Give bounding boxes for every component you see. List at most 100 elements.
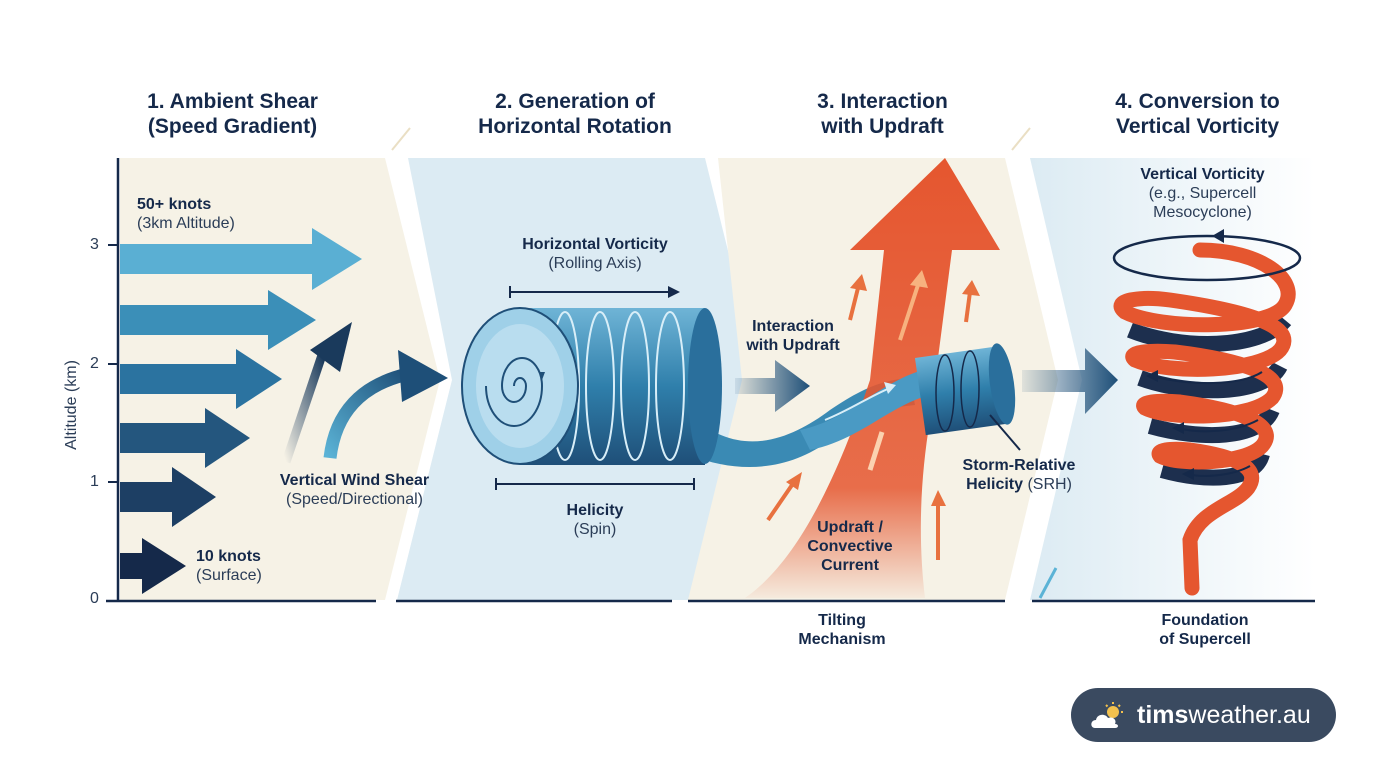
vertical-vorticity-example-2: Mesocyclone) bbox=[1153, 203, 1252, 221]
panel-accent bbox=[391, 127, 411, 151]
cylinder-spiral bbox=[485, 357, 544, 427]
cylinder-ring bbox=[935, 354, 955, 432]
small-updraft-arrowhead bbox=[931, 490, 946, 506]
small-updraft-arrowhead bbox=[850, 274, 867, 291]
brand-badge[interactable]: timsweather.au bbox=[1071, 688, 1336, 742]
shear-subtitle: (Speed/Directional) bbox=[286, 490, 423, 508]
surface-wind-label: 10 knots (Surface) bbox=[196, 548, 262, 586]
panel-2-title-line-1: 2. Generation of bbox=[495, 90, 655, 113]
shear-arrow bbox=[281, 353, 327, 464]
panel-4-title-line-2: Vertical Vorticity bbox=[1115, 114, 1280, 138]
ribbon-tail bbox=[690, 378, 915, 467]
top-wind-label: 50+ knots (3km Altitude) bbox=[137, 196, 235, 234]
shear-label: Vertical Wind Shear (Speed/Directional) bbox=[262, 472, 447, 510]
brand-suffix: weather.au bbox=[1188, 701, 1311, 729]
cylinder-ring bbox=[620, 311, 650, 461]
tick-label-0: 0 bbox=[90, 590, 99, 607]
supercell-footer: Foundation of Supercell bbox=[1135, 612, 1275, 650]
panel-3-title-line-1: 3. Interaction bbox=[817, 90, 948, 113]
vorticity-bracket-arrowhead bbox=[668, 286, 680, 298]
horizontal-vorticity-label: Horizontal Vorticity (Rolling Axis) bbox=[495, 236, 695, 274]
updraft-streak-head bbox=[910, 270, 928, 288]
wind-arrow-50-knots bbox=[120, 228, 362, 290]
interaction-line-2: with Updraft bbox=[746, 336, 840, 354]
panel-4-title: 4. Conversion to Vertical Vorticity bbox=[1090, 90, 1305, 140]
supercell-footer-line-2: of Supercell bbox=[1159, 630, 1251, 648]
curved-arrowhead bbox=[398, 350, 448, 402]
panel-2-title-line-2: Horizontal Rotation bbox=[478, 114, 672, 138]
updraft-line-2: Convective bbox=[807, 537, 893, 555]
flow-arrow bbox=[1022, 348, 1118, 414]
vertical-vorticity-label: Vertical Vorticity (e.g., Supercell Meso… bbox=[1115, 166, 1290, 223]
updraft-label: Updraft / Convective Current bbox=[790, 519, 910, 576]
supercell-footer-line-1: Foundation bbox=[1161, 612, 1249, 629]
curved-shear-arrow bbox=[323, 367, 410, 459]
wind-arrow bbox=[120, 467, 216, 527]
rotation-ring bbox=[1112, 234, 1302, 282]
small-updraft-arrowhead bbox=[786, 472, 802, 490]
spiral-arrow bbox=[539, 372, 545, 380]
inner-rotation-arrow bbox=[1151, 371, 1263, 385]
panel-1-title-line-1: 1. Ambient Shear bbox=[147, 90, 318, 113]
horizontal-vorticity-title: Horizontal Vorticity bbox=[522, 236, 668, 253]
wind-arrow-10-knots bbox=[120, 538, 186, 594]
srh-title-2: Helicity bbox=[966, 475, 1024, 493]
panel-3-title-line-2: with Updraft bbox=[821, 114, 944, 138]
helicity-subtitle: (Spin) bbox=[573, 520, 617, 538]
helicity-title: Helicity bbox=[566, 502, 624, 519]
small-updraft-arrowhead bbox=[962, 280, 980, 296]
shear-title: Vertical Wind Shear bbox=[279, 472, 430, 489]
tick-label-3: 3 bbox=[90, 236, 99, 253]
inner-rotation-arrowhead bbox=[1146, 370, 1158, 382]
srh-pointer bbox=[989, 414, 1021, 451]
tilting-mechanism-footer: Tilting Mechanism bbox=[772, 612, 912, 650]
cylinder-ring bbox=[655, 311, 685, 461]
tilting-footer-line-1: Tilting bbox=[818, 612, 866, 629]
panel-accent bbox=[1011, 127, 1031, 151]
vortex-back-spiral bbox=[1127, 314, 1292, 486]
small-updraft-arrow bbox=[848, 287, 860, 321]
wind-arrow bbox=[120, 349, 282, 409]
interaction-line-1: Interaction bbox=[752, 318, 834, 335]
small-updraft-arrow bbox=[964, 291, 972, 323]
panel-4-title-line-1: 4. Conversion to bbox=[1115, 90, 1280, 113]
updraft-streak bbox=[867, 431, 885, 471]
surface-wind-speed: 10 knots bbox=[196, 548, 261, 565]
wind-arrow bbox=[120, 408, 250, 468]
rotation-arrowhead bbox=[1212, 229, 1224, 243]
tilted-cylinder-end bbox=[988, 343, 1016, 425]
panel-2-title: 2. Generation of Horizontal Rotation bbox=[455, 90, 695, 140]
inner-rotation-arrowhead bbox=[1182, 468, 1194, 480]
panel-3-title: 3. Interaction with Updraft bbox=[790, 90, 975, 140]
small-updraft-arrow bbox=[766, 483, 794, 522]
ribbon-highlight-head bbox=[884, 382, 896, 394]
top-wind-speed: 50+ knots bbox=[137, 196, 212, 213]
surface-wind-altitude: (Surface) bbox=[196, 566, 262, 584]
cylinder-face-inner bbox=[476, 324, 564, 448]
srh-label: Storm-Relative Helicity (SRH) bbox=[945, 457, 1093, 495]
top-wind-altitude: (3km Altitude) bbox=[137, 214, 235, 232]
brand-prefix: tims bbox=[1137, 701, 1189, 729]
updraft-streak bbox=[898, 284, 920, 341]
panel-1-title: 1. Ambient Shear (Speed Gradient) bbox=[130, 90, 335, 140]
sun-cloud-icon bbox=[1091, 702, 1123, 728]
vertical-vorticity-example-1: (e.g., Supercell bbox=[1148, 184, 1257, 202]
shear-arrowhead bbox=[310, 322, 352, 372]
tilting-footer-line-2: Mechanism bbox=[798, 630, 886, 648]
tick-label-1: 1 bbox=[90, 473, 99, 490]
tilting-ribbon bbox=[800, 368, 930, 450]
panel-1-title-line-2: (Speed Gradient) bbox=[147, 114, 318, 138]
tick-label-2: 2 bbox=[90, 355, 99, 372]
interaction-label: Interaction with Updraft bbox=[728, 318, 858, 356]
updraft-plume bbox=[745, 158, 1000, 598]
panel-accent bbox=[1038, 567, 1058, 599]
inner-rotation-arrowhead bbox=[1172, 422, 1184, 434]
ribbon-highlight bbox=[824, 387, 891, 421]
vortex-spiral bbox=[1113, 242, 1296, 596]
y-axis-label: Altitude (km) bbox=[63, 360, 80, 450]
updraft-line-1: Updraft / bbox=[817, 519, 883, 536]
cylinder-ring bbox=[960, 350, 980, 428]
vertical-vorticity-title: Vertical Vorticity bbox=[1140, 166, 1265, 183]
